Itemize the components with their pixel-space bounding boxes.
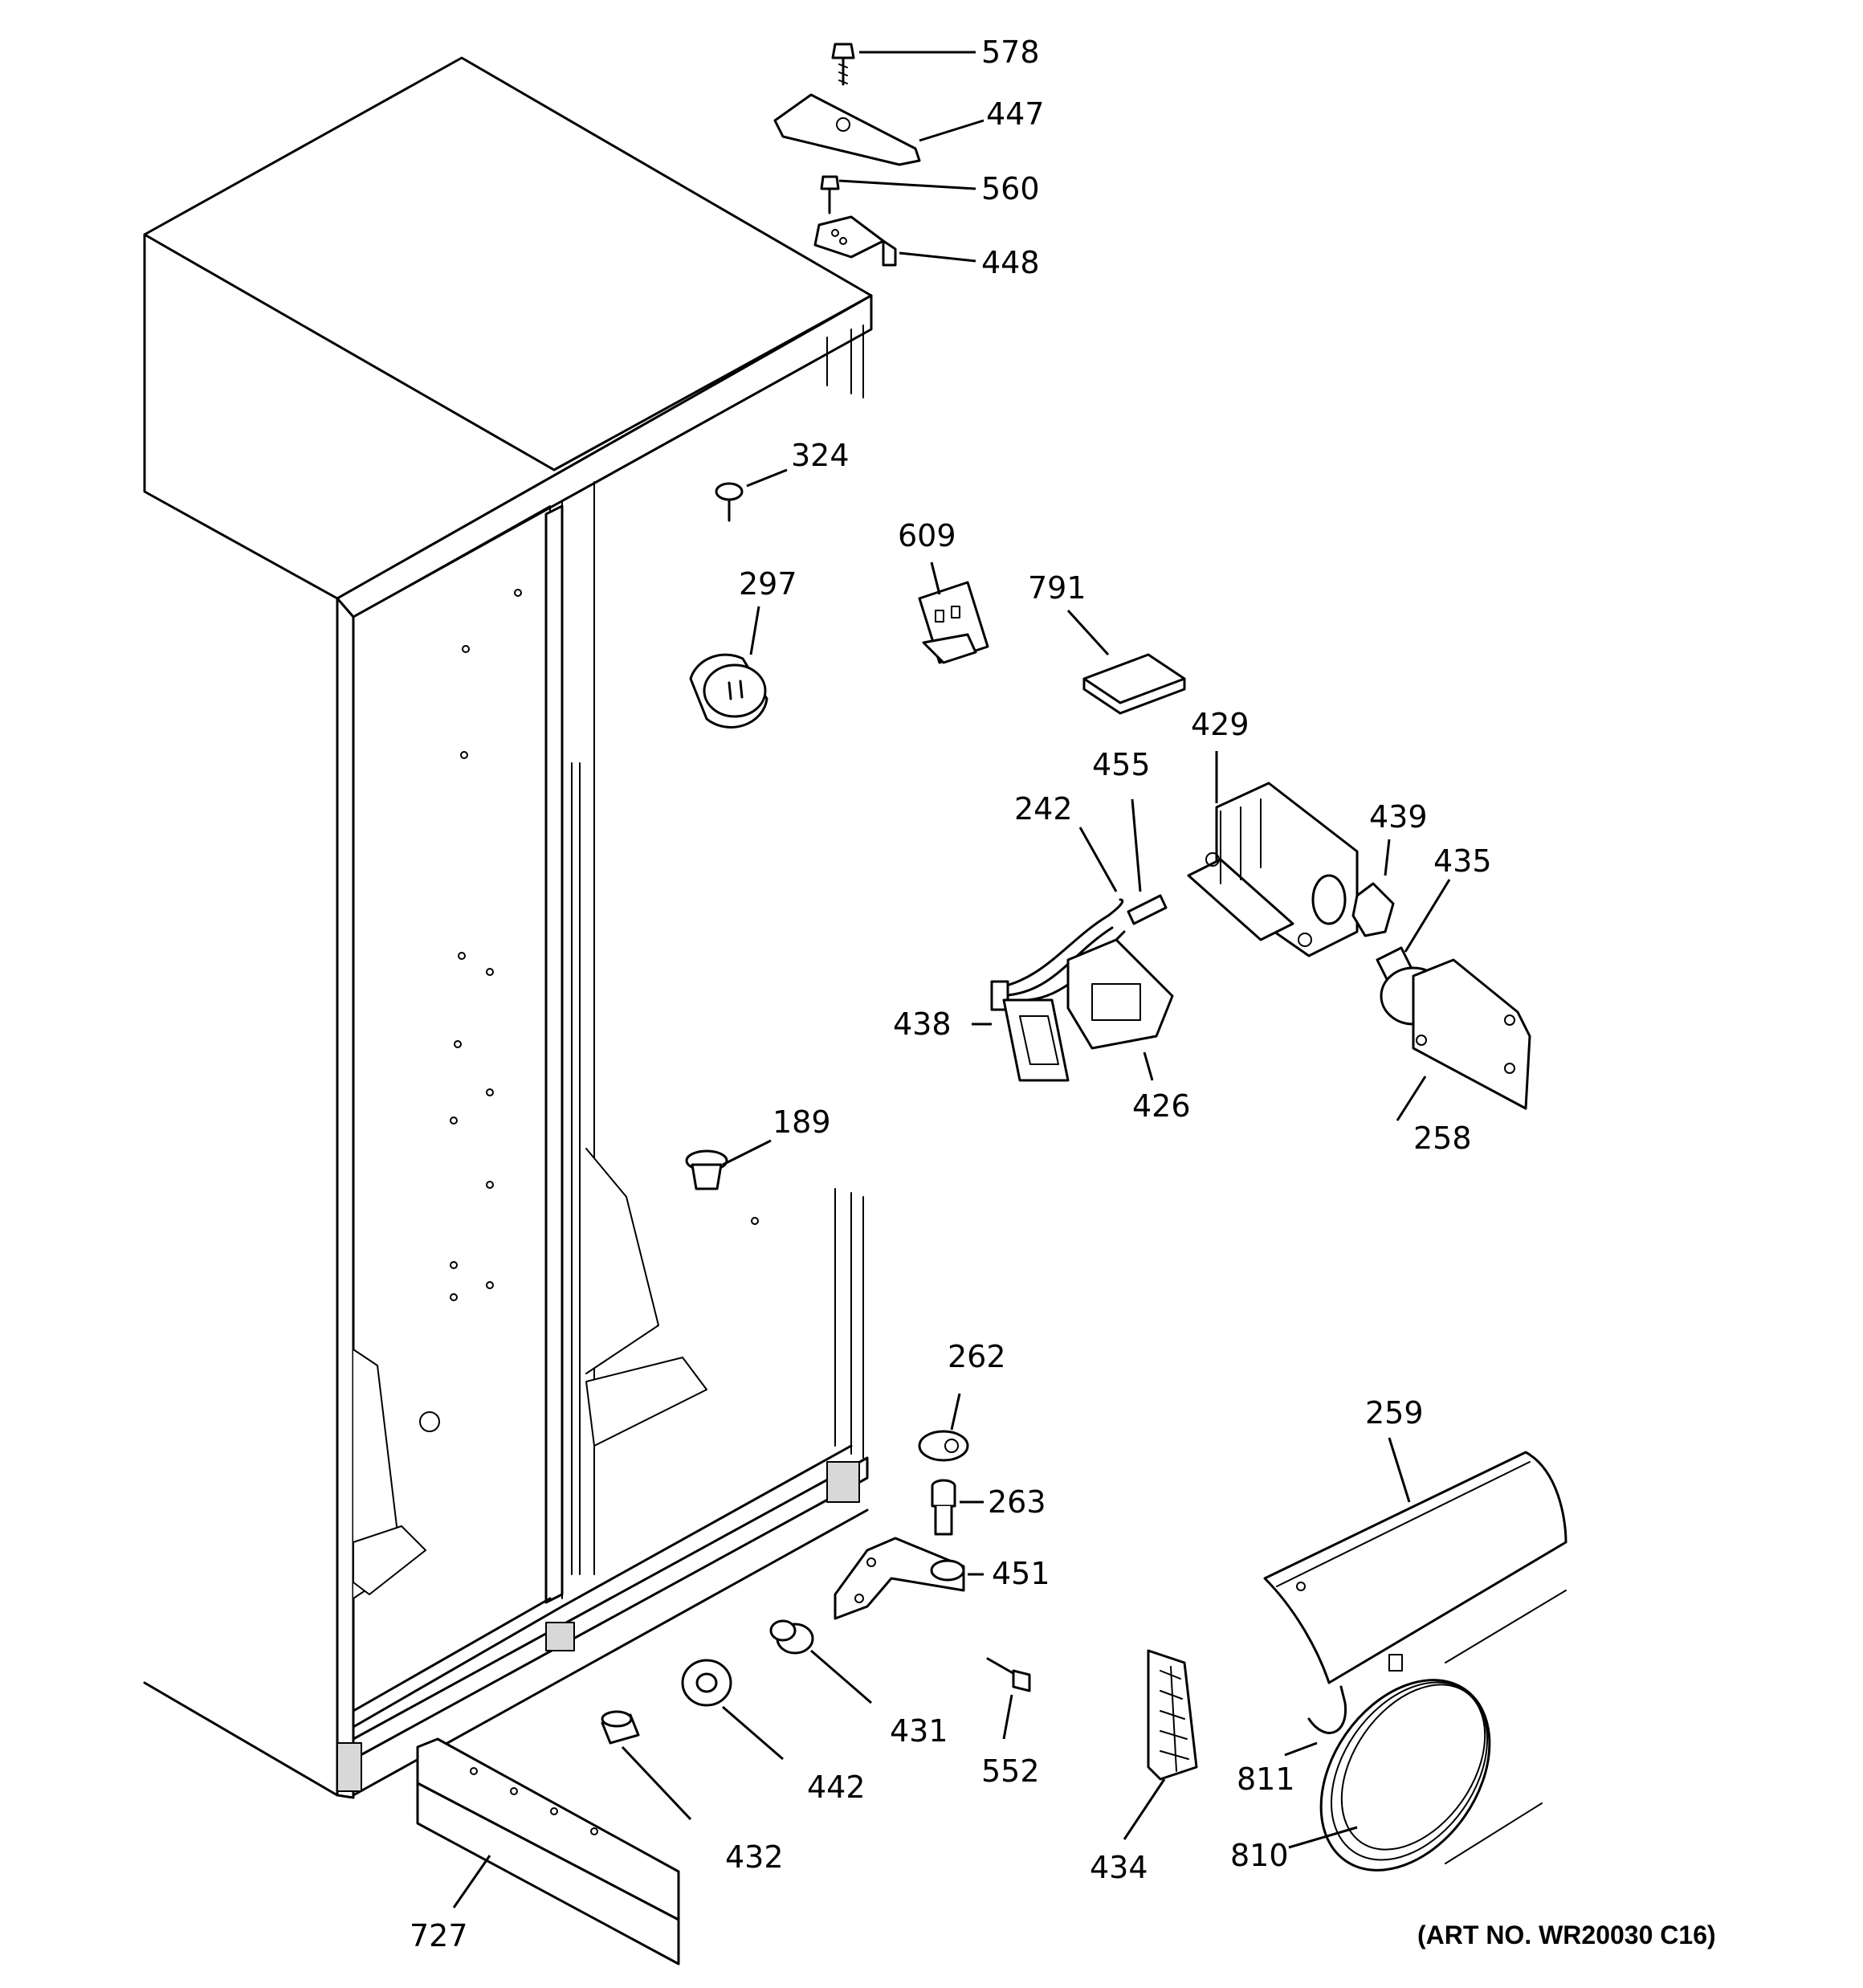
label-297: 297	[739, 566, 797, 602]
label-438: 438	[893, 1006, 952, 1042]
leader-lines	[452, 51, 1451, 1908]
art-number: (ART NO. WR20030 C16)	[1417, 1921, 1716, 1949]
label-429: 429	[1191, 707, 1249, 742]
label-455: 455	[1092, 747, 1151, 782]
label-442: 442	[807, 1770, 866, 1805]
relay-609	[918, 581, 989, 664]
label-439: 439	[1369, 799, 1428, 835]
light-housing-429	[1187, 782, 1359, 957]
bottom-hinge-451	[834, 1537, 965, 1620]
screw-552	[986, 1657, 1031, 1692]
toe-grille-727	[416, 1737, 680, 1966]
thermostat-455	[1127, 894, 1168, 925]
label-432: 432	[725, 1839, 784, 1875]
plug-324	[715, 482, 744, 522]
grille-434	[1147, 1649, 1198, 1781]
label-189: 189	[773, 1104, 831, 1140]
label-435: 435	[1433, 843, 1492, 879]
plug-189	[685, 1149, 728, 1190]
label-263: 263	[988, 1484, 1046, 1520]
clip-811	[1307, 1685, 1347, 1734]
label-258: 258	[1413, 1121, 1472, 1156]
cabinet-holes	[419, 589, 759, 1432]
switch-426	[1066, 938, 1174, 1050]
hinge-pin-263	[931, 1479, 956, 1536]
screw-560	[820, 175, 840, 214]
label-426: 426	[1132, 1088, 1191, 1124]
socket-439	[1351, 882, 1395, 937]
label-609: 609	[898, 518, 956, 553]
bushing-432	[601, 1710, 640, 1745]
label-552: 552	[981, 1753, 1040, 1789]
screw-578	[831, 43, 855, 86]
label-560: 560	[981, 171, 1040, 206]
cover-259	[1263, 1451, 1567, 1684]
gasket-438	[1002, 998, 1070, 1082]
label-259: 259	[1365, 1395, 1424, 1431]
roller-431	[769, 1619, 814, 1655]
shield-258	[1412, 958, 1531, 1110]
label-791: 791	[1028, 570, 1086, 606]
label-447: 447	[986, 96, 1045, 132]
washer-442	[681, 1659, 732, 1707]
part-labels: 578 447 560 448 324 297 609 791 429 455 …	[410, 35, 1716, 1953]
label-434: 434	[1090, 1850, 1148, 1885]
label-431: 431	[890, 1713, 948, 1749]
hinge-448	[813, 215, 897, 267]
label-810: 810	[1230, 1838, 1289, 1873]
hinge-cover-447	[773, 93, 921, 166]
label-811: 811	[1237, 1761, 1295, 1797]
knob-297	[689, 653, 768, 729]
water-line-810	[1319, 1590, 1567, 1872]
cover-791	[1082, 653, 1186, 715]
label-578: 578	[981, 35, 1040, 70]
label-451: 451	[992, 1556, 1050, 1591]
label-242: 242	[1014, 791, 1073, 827]
label-448: 448	[981, 245, 1040, 280]
label-727: 727	[410, 1918, 468, 1953]
refrigerator-cabinet	[143, 56, 873, 1799]
hinge-cam-262	[918, 1430, 969, 1462]
label-324: 324	[791, 438, 850, 473]
label-262: 262	[948, 1339, 1006, 1374]
